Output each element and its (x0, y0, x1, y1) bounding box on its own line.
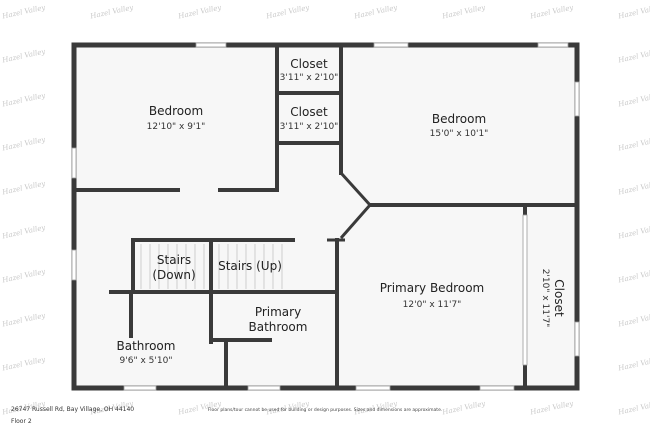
room-name-primary-bathroom-line1: Primary (255, 305, 301, 319)
windows (71, 42, 580, 391)
room-dims-closet-top: 3'11" x 2'10" (280, 73, 339, 83)
footer-address: 26747 Russell Rd, Bay Village, OH 44140 (11, 406, 135, 413)
room-dims-bedroom-right: 15'0" x 10'1" (430, 129, 489, 139)
stairs-up-treads (218, 244, 283, 289)
room-dims-closet-mid: 3'11" x 2'10" (280, 122, 339, 132)
footer-disclaimer: Floor plans/tour cannot be used for buil… (207, 408, 443, 413)
room-name-closet-right: Closet (552, 279, 566, 317)
closet-right-label-group: Closet 2'10" x 11'7" (540, 269, 566, 328)
room-name-stairs-up: Stairs (Up) (218, 259, 282, 273)
door-openings (327, 171, 372, 242)
room-dims-primary-bedroom: 12'0" x 11'7" (403, 300, 462, 310)
room-name-closet-top: Closet (290, 57, 328, 71)
floor-area (74, 45, 577, 388)
room-dims-bathroom: 9'6" x 5'10" (120, 356, 173, 366)
room-name-stairs-down-line2: (Down) (152, 268, 195, 282)
room-name-stairs-down-line1: Stairs (157, 253, 191, 267)
room-dims-bedroom-left: 12'10" x 9'1" (147, 122, 206, 132)
room-name-bedroom-left: Bedroom (149, 104, 203, 118)
footer-floor: Floor 2 (11, 418, 32, 425)
room-name-bedroom-right: Bedroom (432, 112, 486, 126)
room-name-bathroom: Bathroom (117, 339, 176, 353)
exterior-walls (71, 42, 580, 391)
room-dims-closet-right: 2'10" x 11'7" (540, 269, 550, 328)
room-name-closet-mid: Closet (290, 105, 328, 119)
stairs-down-treads (140, 244, 205, 289)
room-name-primary-bathroom-line2: Bathroom (249, 320, 308, 334)
room-name-primary-bedroom: Primary Bedroom (380, 281, 484, 295)
